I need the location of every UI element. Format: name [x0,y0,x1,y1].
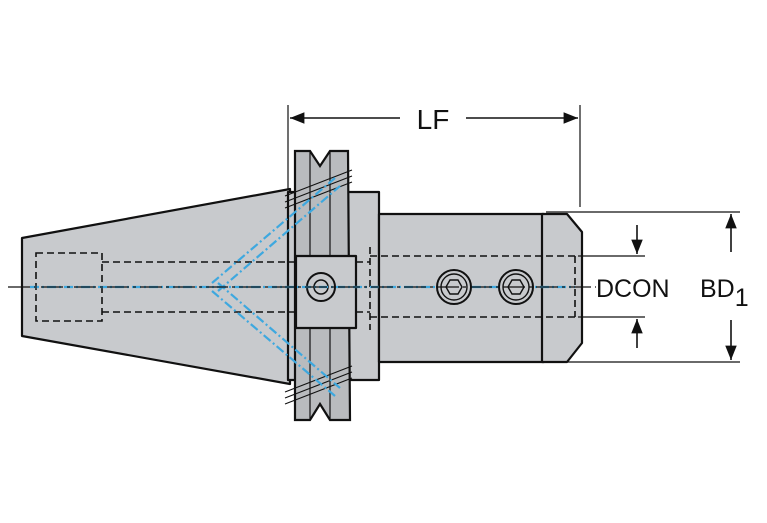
dcon-dimension [578,225,645,348]
dcon-label: DCON [596,275,670,303]
bd1-label: BD1 [700,275,749,312]
bd1-dimension [546,211,740,363]
flange-hatching [284,169,353,405]
lf-label: LF [417,104,450,135]
drive-key [294,254,358,330]
lf-dimension [287,105,581,207]
